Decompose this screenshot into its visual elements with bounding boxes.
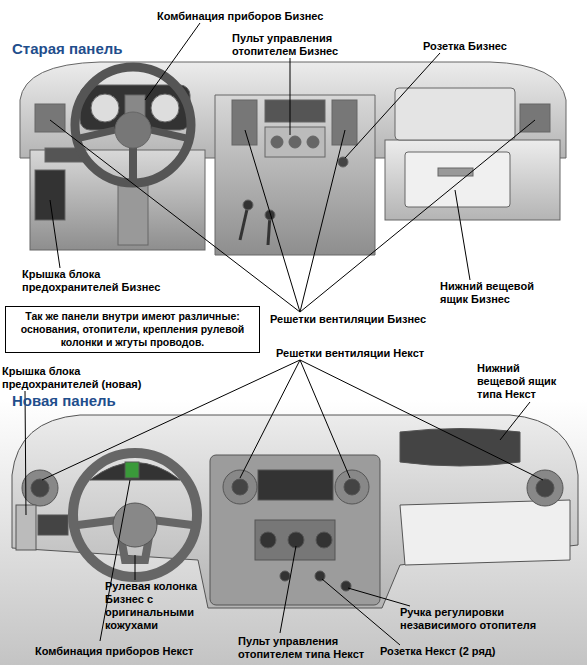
part-label: Нижний вещевой ящик типа Некст [477, 362, 562, 401]
part-label: Решетки вентиляции Бизнес [270, 313, 470, 326]
part-label: Ручка регулировки независимого отопителя [400, 606, 580, 632]
part-label: Нижний вещевой ящик Бизнес [440, 280, 550, 306]
panel-heading: Новая панель [12, 392, 116, 410]
part-label: Решетки вентиляции Некст [276, 347, 476, 360]
background-band [0, 400, 587, 665]
note-text: Так же панели внутри имеют различные: ос… [11, 310, 254, 349]
part-label: Рулевая колонка Бизнес с оригинальными к… [105, 580, 215, 632]
new-dashboard [12, 415, 578, 608]
part-label: Комбинация приборов Бизнес [157, 10, 357, 23]
part-label: Пульт управления отопителем Бизнес [232, 32, 342, 58]
old-dashboard [20, 62, 566, 255]
part-label: Крышка блока предохранителей (новая) [2, 365, 152, 391]
part-label: Пульт управления отопителем типа Некст [238, 635, 373, 661]
part-label: Розетка Некст (2 ряд) [380, 645, 580, 658]
panel-heading: Старая панель [12, 40, 123, 58]
part-label: Комбинация приборов Некст [35, 645, 235, 658]
part-label: Розетка Бизнес [423, 40, 543, 53]
note-box: Так же панели внутри имеют различные: ос… [5, 306, 260, 353]
part-label: Крышка блока предохранителей Бизнес [22, 268, 167, 294]
